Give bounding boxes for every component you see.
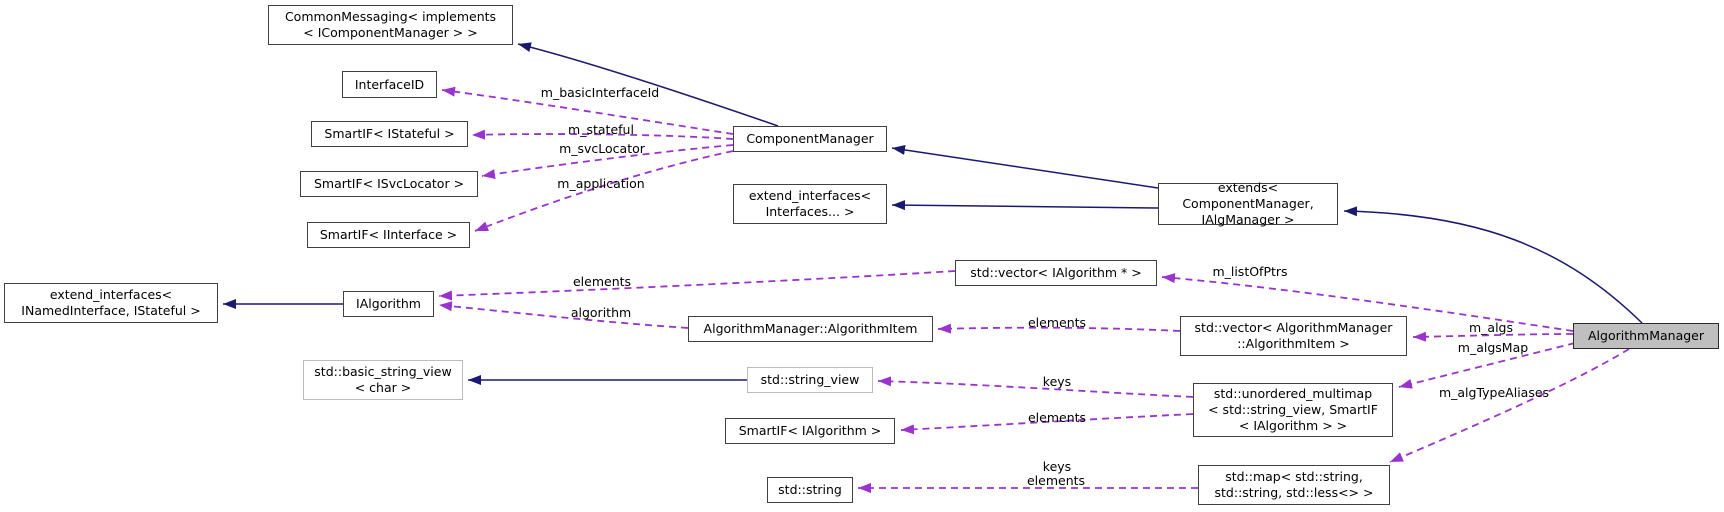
- node-vector-ialgorithm-ptr[interactable]: std::vector< IAlgorithm * >: [955, 260, 1157, 286]
- node-string-view: std::string_view: [747, 367, 873, 393]
- node-ialgorithm[interactable]: IAlgorithm: [343, 291, 434, 317]
- edge-m-svclocator: [481, 144, 734, 180]
- edge-elements-multimap: [900, 413, 1194, 435]
- edge-componentmanager-commonmessaging: [517, 42, 779, 127]
- edge-label-elements-vector-item: elements: [1027, 315, 1087, 330]
- edge-label-m-application: m_application: [557, 176, 645, 191]
- edge-label-elements-vector-ialgorithm: elements: [572, 274, 632, 289]
- node-std-string[interactable]: std::string: [767, 477, 853, 503]
- node-interface-id[interactable]: InterfaceID: [342, 71, 437, 98]
- node-extends-componentmanager-ialgmanager[interactable]: extends< ComponentManager, IAlgManager >: [1158, 180, 1338, 227]
- edge-elements-vector-ialgorithm: [438, 270, 956, 301]
- edge-label-keys-multimap: keys: [1042, 374, 1072, 389]
- edge-label-m-stateful: m_stateful: [568, 122, 634, 137]
- node-smartif-iinterface[interactable]: SmartIF< IInterface >: [307, 222, 470, 248]
- edge-extends-extendinterfaces: [891, 200, 1159, 211]
- edge-m-algtypealiases: [1389, 348, 1630, 463]
- edge-label-elements-multimap: elements: [1027, 410, 1087, 425]
- edge-m-stateful: [471, 129, 734, 140]
- node-smartif-istateful[interactable]: SmartIF< IStateful >: [311, 121, 468, 147]
- edge-label-m-algsmap: m_algsMap: [1457, 340, 1529, 355]
- edge-keys-multimap: [877, 376, 1194, 398]
- edge-m-algs: [1412, 331, 1574, 342]
- node-unordered-multimap[interactable]: std::unordered_multimap < std::string_vi…: [1193, 383, 1393, 437]
- edge-algorithm: [438, 301, 689, 329]
- edge-extends-componentmanager: [891, 144, 1159, 189]
- node-std-map[interactable]: std::map< std::string, std::string, std:…: [1198, 465, 1390, 505]
- edge-elements-vector-item: [937, 323, 1181, 334]
- node-algorithm-manager[interactable]: AlgorithmManager: [1573, 323, 1719, 349]
- edge-label-m-basicinterfaceid: m_basicInterfaceId: [540, 85, 660, 100]
- edge-m-application: [474, 150, 734, 232]
- edge-algorithmmanager-extends: [1343, 206, 1643, 324]
- edge-m-basicinterfaceid: [441, 86, 734, 135]
- edge-label-algorithm: algorithm: [570, 305, 632, 320]
- edge-m-listofptrs: [1161, 273, 1574, 332]
- node-smartif-isvclocator[interactable]: SmartIF< ISvcLocator >: [300, 171, 478, 197]
- node-common-messaging[interactable]: CommonMessaging< implements < IComponent…: [268, 5, 513, 45]
- node-extend-interfaces-variadic[interactable]: extend_interfaces< Interfaces... >: [733, 184, 887, 224]
- node-smartif-ialgorithm[interactable]: SmartIF< IAlgorithm >: [725, 418, 895, 444]
- edge-label-m-algs: m_algs: [1468, 320, 1514, 335]
- edge-label-m-listofptrs: m_listOfPtrs: [1212, 264, 1288, 279]
- node-basic-string-view: std::basic_string_view < char >: [303, 360, 463, 400]
- edge-label-m-svclocator: m_svcLocator: [559, 141, 645, 156]
- edge-label-elements-map: elements: [1026, 473, 1086, 488]
- edge-label-keys-map: keys: [1042, 459, 1072, 474]
- node-algorithmmanager-algorithmitem[interactable]: AlgorithmManager::AlgorithmItem: [688, 316, 933, 342]
- edge-label-m-algtypealiases: m_algTypeAliases: [1438, 385, 1550, 400]
- node-component-manager[interactable]: ComponentManager: [733, 126, 887, 152]
- node-extend-interfaces-namedinterface[interactable]: extend_interfaces< INamedInterface, ISta…: [4, 283, 218, 323]
- edge-m-algsmap: [1398, 342, 1576, 389]
- node-vector-algorithmitem[interactable]: std::vector< AlgorithmManager ::Algorith…: [1180, 316, 1407, 356]
